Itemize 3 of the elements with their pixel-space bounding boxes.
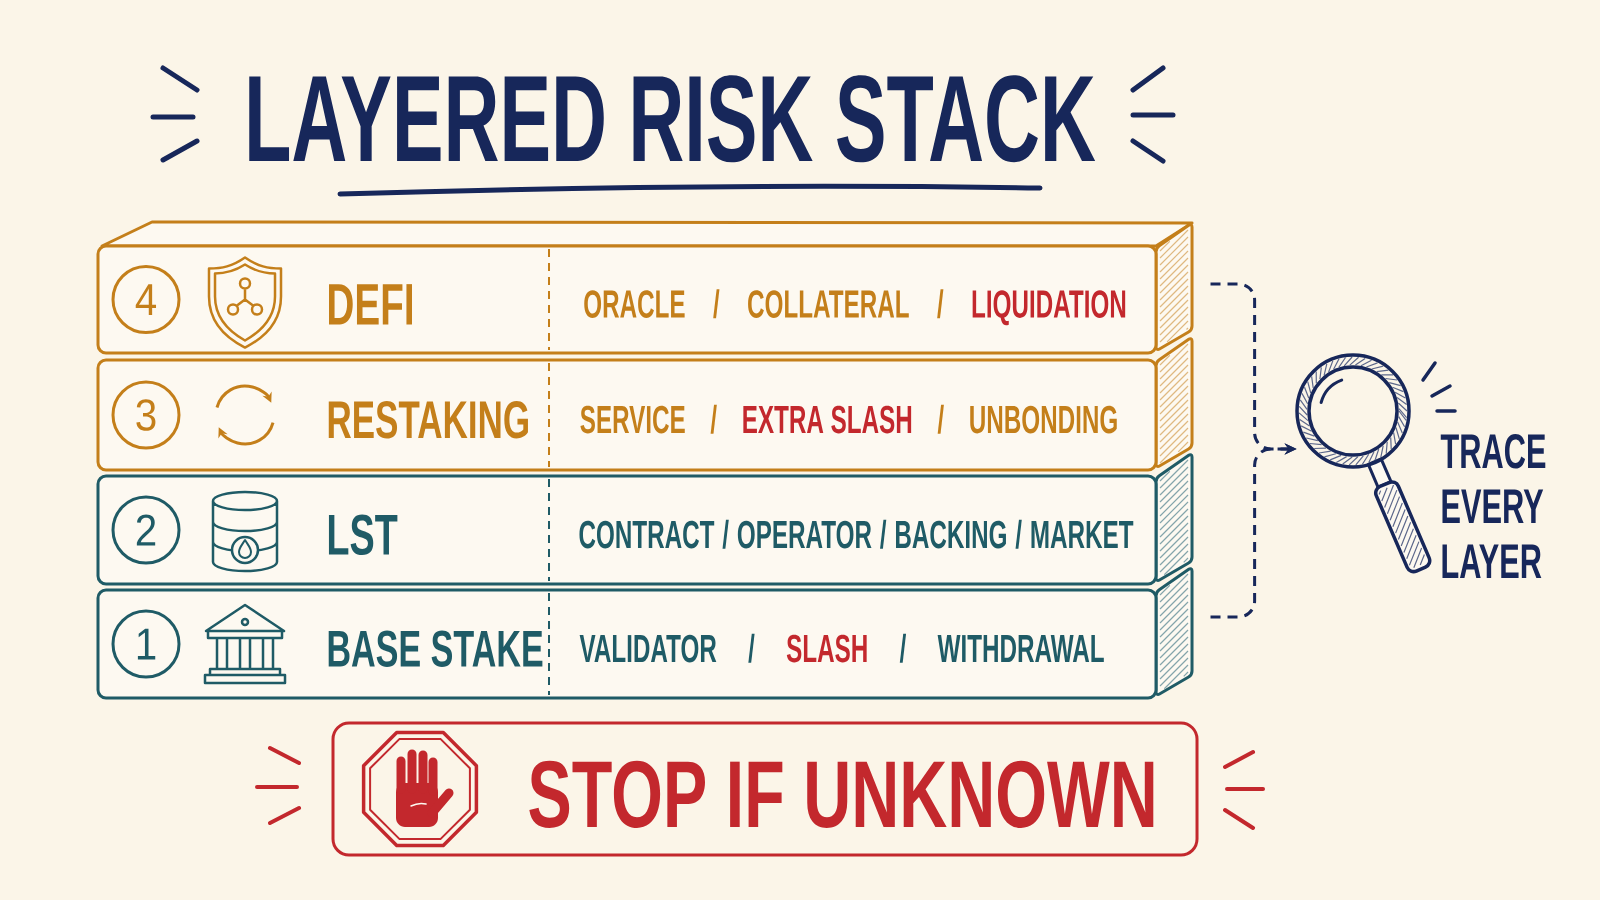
- caption-text: TRACE EVERY LAYER: [1440, 433, 1546, 578]
- warning-banner: STOP IF UNKNOWN: [331, 721, 1199, 857]
- title-text: LAYERED RISK STACK: [249, 75, 1096, 163]
